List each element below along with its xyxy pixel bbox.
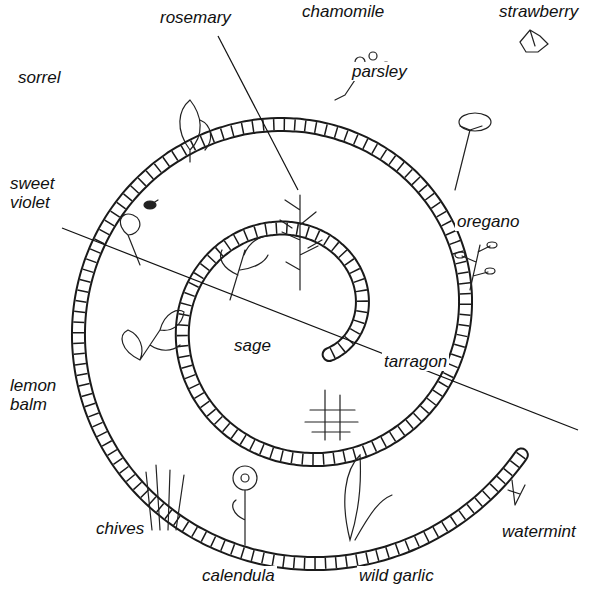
plant-label: oregano [455,212,521,231]
label-text: lemon balm [10,376,56,414]
tarragon-sketch [305,390,358,440]
wild-garlic-sketch [345,455,392,540]
sweet-violet-sketch [120,200,158,265]
plant-label: watermint [500,522,578,541]
sun-axis-line [62,228,578,430]
rosemary-sketch [280,195,322,290]
plant-label: sweet violet [8,174,68,212]
parsley-sketch [455,126,482,190]
plant-label: sage [232,336,273,355]
plant-label: wild garlic [357,566,436,585]
stone-wall [78,124,521,563]
plant-sketches [120,30,548,545]
guide-lines [62,36,578,430]
lemon-balm-sketch [122,311,184,360]
wall-fill [78,124,521,563]
wall-outline [78,124,521,563]
sorrel-sketch [180,100,211,162]
wall-stones [78,124,521,563]
plant-label: strawberry [497,2,580,21]
plant-label: tarragon [382,352,449,371]
strawberry-sketch [520,30,548,52]
plant-label: rosemary [158,8,233,27]
label-text: sweet violet [10,174,54,212]
chives-sketch [146,465,184,530]
plant-label: chives [94,519,146,538]
oregano-sketch [462,245,490,290]
leader-line [218,36,298,190]
plant-label: chamomile [300,2,386,21]
watermint-sketch [508,480,525,505]
plant-label: lemon balm [8,376,68,414]
plant-label: sorrel [16,68,63,87]
calendula-sketch [233,490,245,545]
sage-sketch [221,236,268,300]
plant-label: parsley [350,62,409,81]
plant-label: calendula [200,566,277,585]
